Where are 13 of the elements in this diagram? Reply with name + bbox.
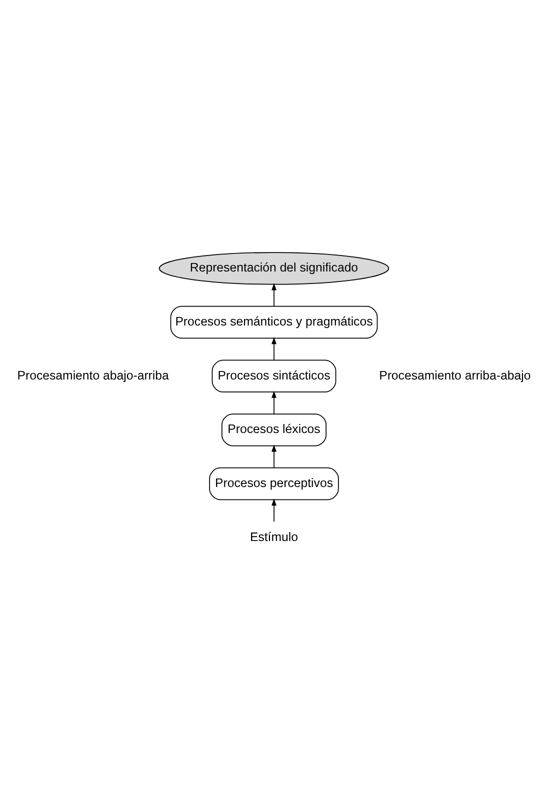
node-ellipse: Representación del significado (158, 252, 390, 284)
node-box: Procesos perceptivos (209, 466, 339, 500)
node-box: Procesos léxicos (221, 413, 327, 446)
node-box: Procesos sintácticos (212, 359, 336, 392)
arrow (272, 390, 276, 414)
arrow (272, 282, 276, 306)
label: Procesamiento arriba-abajo (379, 368, 531, 382)
arrow (272, 336, 276, 360)
label: Procesamiento abajo-arriba (17, 368, 169, 382)
node-box: Procesos semánticos y pragmáticos (170, 305, 378, 338)
node-text: Estímulo (250, 529, 298, 544)
arrow (272, 498, 276, 522)
arrow (272, 444, 276, 468)
